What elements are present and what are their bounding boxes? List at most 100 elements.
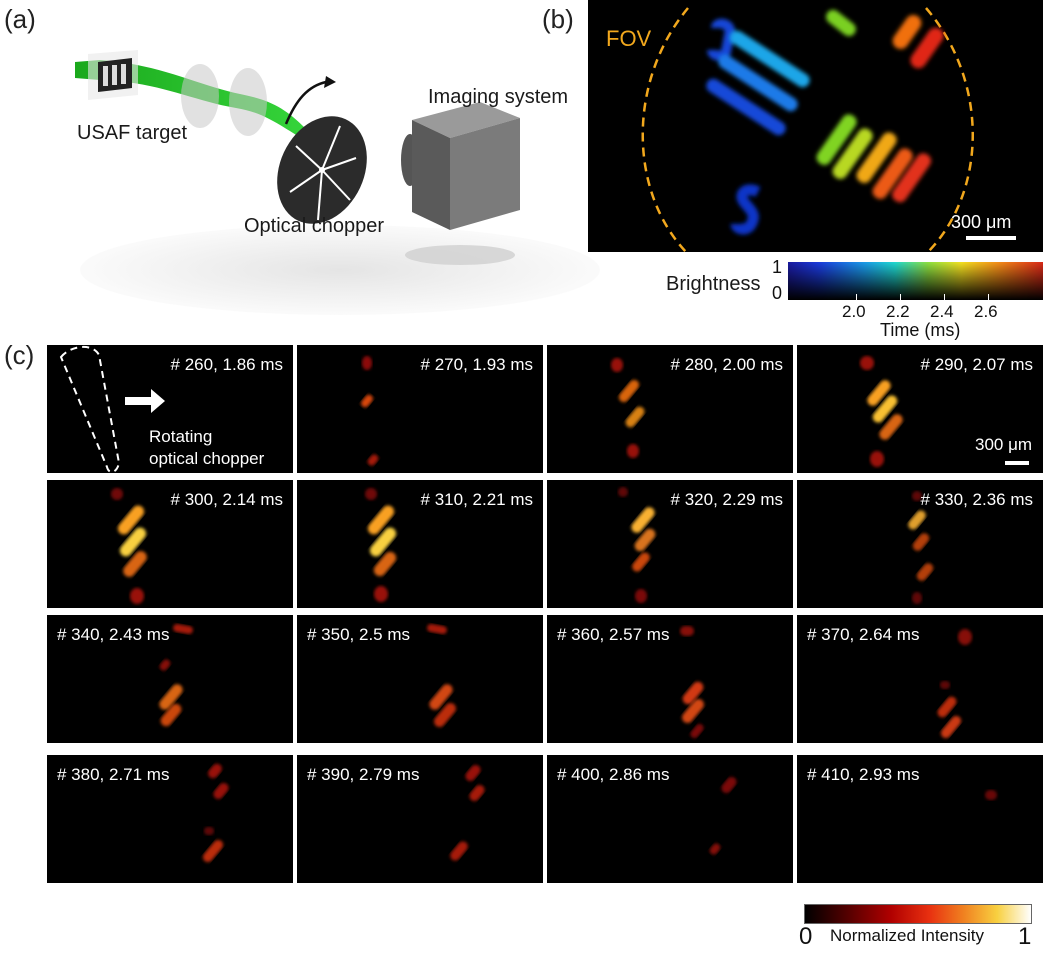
bright-feature-mark — [111, 488, 123, 500]
brightness-label: Brightness — [666, 273, 761, 295]
sequence-frame: # 400, 2.86 ms — [547, 755, 793, 883]
time-colorbar — [788, 262, 1043, 300]
frame-label: # 320, 2.29 ms — [670, 490, 783, 509]
bright-feature-mark — [160, 703, 182, 727]
time-tick-label: 2.2 — [886, 302, 910, 321]
usaf-target-label: USAF target — [77, 122, 188, 144]
intensity-axis-label: Normalized Intensity — [830, 926, 985, 945]
time-tick-label: 2.4 — [930, 302, 954, 321]
usaf-digit-mark — [730, 184, 761, 235]
bright-feature-mark — [937, 696, 957, 718]
bright-feature-mark — [872, 395, 898, 423]
sequence-frame: # 360, 2.57 ms — [547, 615, 793, 743]
bright-feature-mark — [916, 563, 934, 581]
usaf-bar-mark — [718, 54, 798, 112]
bright-feature-mark — [119, 527, 147, 557]
bright-feature-mark — [434, 702, 456, 728]
bright-feature-mark — [879, 414, 903, 440]
usaf-bar-mark — [872, 148, 913, 200]
bright-feature-mark — [721, 776, 737, 794]
time-tick-label: 2.6 — [974, 302, 998, 321]
usaf-bar-mark — [856, 132, 897, 184]
sequence-frame: # 290, 2.07 ms 300 μm — [797, 345, 1043, 473]
bright-feature-mark — [367, 505, 395, 535]
bright-feature-mark — [912, 491, 922, 501]
bright-feature-mark — [365, 488, 377, 500]
optical-chopper-icon — [277, 116, 367, 224]
bright-feature-mark — [634, 528, 656, 552]
scale-bar — [1005, 461, 1029, 465]
lens-icon — [181, 64, 219, 128]
bright-feature-mark — [870, 451, 884, 467]
scale-bar-label: 300 μm — [975, 435, 1033, 454]
sequence-frame: # 340, 2.43 ms — [47, 615, 293, 743]
bright-feature-mark — [940, 715, 962, 739]
bright-feature-mark — [202, 839, 224, 863]
bright-feature-mark — [912, 592, 922, 604]
sequence-frame: # 410, 2.93 ms — [797, 755, 1043, 883]
frame-label: # 340, 2.43 ms — [57, 625, 170, 644]
rotating-chopper-label-line1: Rotating — [149, 427, 213, 446]
sequence-frame: # 330, 2.36 ms — [797, 480, 1043, 608]
bright-feature-mark — [631, 507, 655, 533]
frame-label: # 380, 2.71 ms — [57, 765, 170, 784]
colorbar-tick — [944, 294, 945, 300]
colorbar-tick — [900, 294, 901, 300]
bright-feature-mark — [429, 684, 453, 710]
usaf-bar-mark — [910, 27, 944, 69]
frame-label: # 390, 2.79 ms — [307, 765, 420, 784]
imaging-system-icon — [401, 102, 520, 230]
frame-label: # 310, 2.21 ms — [420, 490, 533, 509]
bright-feature-mark — [908, 510, 926, 530]
panel-a-label: (a) — [4, 4, 36, 34]
panel-c-label: (c) — [4, 340, 35, 370]
bright-feature-mark — [680, 626, 694, 636]
bright-feature-mark — [130, 588, 144, 604]
bright-feature-mark — [635, 589, 647, 603]
bright-feature-mark — [867, 380, 891, 406]
brightness-min-label: 0 — [772, 283, 783, 303]
colorbar-tick — [856, 294, 857, 300]
frame-label: # 290, 2.07 ms — [920, 355, 1033, 374]
sequence-frame: # 380, 2.71 ms — [47, 755, 293, 883]
fov-boundary-right — [925, 7, 974, 252]
sequence-frame: # 390, 2.79 ms — [297, 755, 543, 883]
bright-feature-mark — [611, 358, 623, 372]
time-coded-image: FOV 300 μm — [588, 0, 1043, 252]
fov-boundary-left — [641, 7, 689, 252]
bright-feature-mark — [427, 623, 447, 635]
usaf-bar-mark — [892, 153, 932, 203]
panel-b-label: (b) — [542, 4, 574, 34]
frame-label: # 350, 2.5 ms — [307, 625, 411, 644]
usaf-bar-mark — [892, 14, 922, 50]
fov-label: FOV — [606, 26, 652, 51]
bright-feature-mark — [690, 723, 704, 739]
frame-label: # 360, 2.57 ms — [557, 625, 670, 644]
bright-feature-mark — [208, 763, 222, 779]
rotation-direction-arrow-icon — [125, 389, 165, 413]
intensity-max-label: 1 — [1018, 923, 1032, 950]
usaf-bar-mark — [816, 114, 857, 166]
time-axis-label: Time (ms) — [880, 320, 961, 340]
sequence-frame: # 310, 2.21 ms — [297, 480, 543, 608]
intensity-min-label: 0 — [799, 923, 813, 950]
usaf-digit-mark — [707, 18, 736, 61]
usaf-bar-mark — [832, 128, 873, 180]
intensity-colorbar — [804, 904, 1032, 924]
bright-feature-mark — [369, 527, 397, 557]
bright-feature-mark — [159, 684, 183, 710]
bright-feature-mark — [625, 406, 645, 428]
frame-label: # 270, 1.93 ms — [420, 355, 533, 374]
frame-label: # 330, 2.36 ms — [920, 490, 1033, 509]
bright-feature-mark — [627, 444, 639, 458]
frame-label: # 400, 2.86 ms — [557, 765, 670, 784]
time-tick-label: 2.0 — [842, 302, 866, 321]
bright-feature-mark — [958, 629, 972, 645]
bright-feature-mark — [682, 698, 704, 724]
bright-feature-mark — [213, 782, 229, 800]
frame-label: # 370, 2.64 ms — [807, 625, 920, 644]
bright-feature-mark — [860, 356, 874, 370]
bright-feature-mark — [123, 551, 147, 577]
bright-feature-mark — [469, 784, 485, 802]
